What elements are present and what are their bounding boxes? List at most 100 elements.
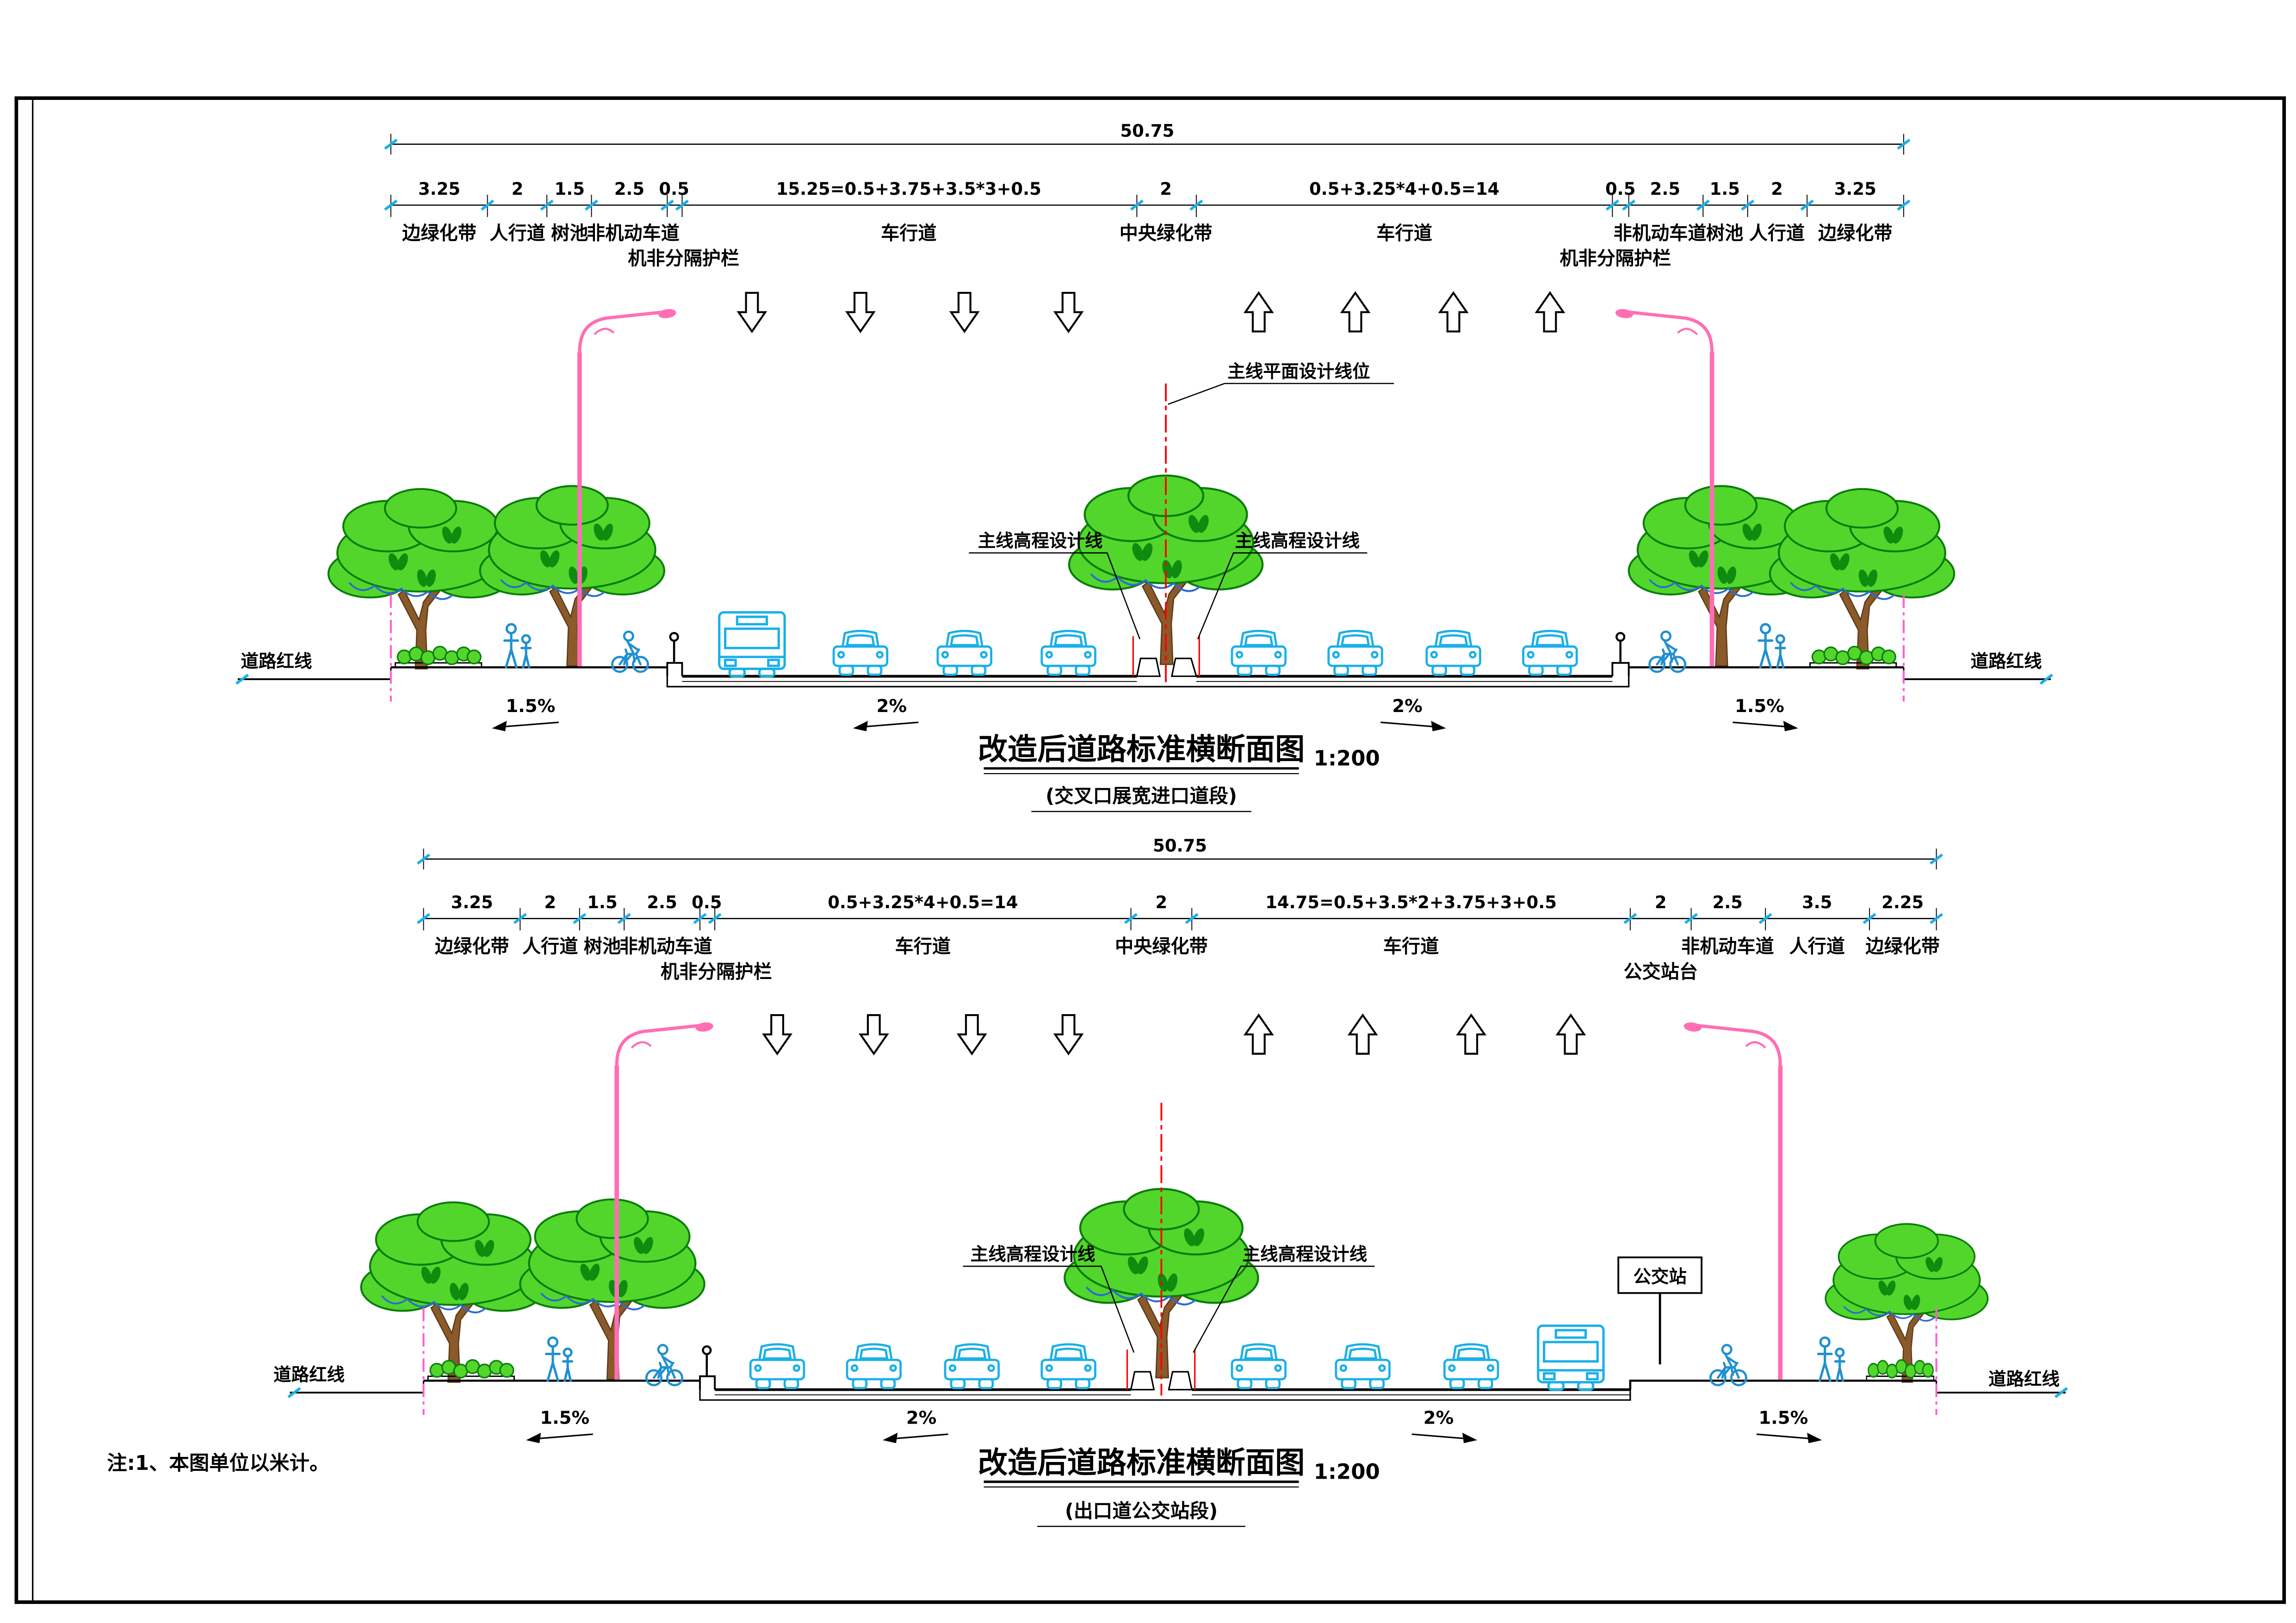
traffic-arrow-up-icon (1440, 293, 1467, 332)
dim-value: 14.75=0.5+3.5*2+3.75+3+0.5 (1265, 892, 1557, 912)
bottom-dim-values: 3.25 2 1.5 2.5 0.5 0.5+3.25*4+0.5=14 2 1… (451, 892, 1924, 912)
tree-icon (361, 1202, 545, 1382)
street-lamp-icon (617, 1022, 714, 1381)
slope-label: 1.5% (540, 1407, 589, 1428)
top-title-block: 改造后道路标准横断面图 1:200 (交叉口展宽进口道段) (978, 732, 1380, 812)
slope-label: 1.5% (506, 696, 555, 717)
bottom-overall-dim-text: 50.75 (1153, 836, 1207, 856)
traffic-arrow-up-icon (1349, 1015, 1376, 1054)
bottom-traffic-arrows (764, 1015, 1584, 1054)
section-scale: 1:200 (1314, 1459, 1380, 1484)
dim-value: 2.5 (647, 892, 677, 912)
road-red-line-label: 道路红线 (1971, 651, 2042, 672)
top-traffic-arrows (739, 293, 1564, 332)
slope-label: 2% (906, 1407, 936, 1428)
street-lamp-icon (1683, 1022, 1780, 1381)
top-dim-values: 3.25 2 1.5 2.5 0.5 15.25=0.5+3.75+3.5*3+… (418, 179, 1876, 199)
dim-value: 0.5+3.25*4+0.5=14 (828, 892, 1018, 912)
pedestrians-icon (1818, 1338, 1844, 1381)
car-icon (945, 1344, 999, 1388)
traffic-arrow-down-icon (847, 293, 874, 332)
car-icon (834, 631, 887, 675)
zone-label: 中央绿化带 (1120, 223, 1213, 244)
dim-value: 1.5 (555, 179, 585, 199)
road-red-line-label: 道路红线 (273, 1364, 345, 1385)
zone-label: 车行道 (881, 223, 936, 244)
zone-label: 边绿化带 (402, 223, 477, 244)
dim-value: 1.5 (1709, 179, 1739, 199)
zone-label: 边绿化带 (1865, 936, 1940, 957)
shrub-icon (427, 1359, 515, 1381)
zone-label: 非机动车道 (619, 936, 712, 957)
traffic-arrow-down-icon (739, 293, 766, 332)
traffic-arrow-down-icon (1055, 293, 1082, 332)
pedestrians-icon (505, 624, 531, 667)
car-icon (1427, 631, 1480, 675)
zone-label: 车行道 (1376, 223, 1432, 244)
bollard-icon (1616, 633, 1624, 663)
zone-label: 车行道 (895, 936, 951, 957)
dim-value: 3.25 (418, 179, 460, 199)
car-icon (1329, 631, 1382, 675)
traffic-arrow-up-icon (1245, 293, 1272, 332)
traffic-arrow-up-icon (1342, 293, 1369, 332)
bus-stop-sign: 公交站 (1617, 1256, 1703, 1364)
top-plan-line-annotation: 主线平面设计线位 (1168, 361, 1394, 405)
dim-value: 3.5 (1802, 892, 1832, 912)
bollard-icon (670, 633, 678, 663)
dim-value: 2 (1655, 892, 1667, 912)
car-icon (1523, 631, 1577, 675)
dim-value: 0.5+3.25*4+0.5=14 (1309, 179, 1499, 199)
bottom-segment-dimension (423, 908, 1937, 930)
bus-icon (1538, 1326, 1603, 1389)
dim-value: 2 (512, 179, 524, 199)
car-icon (1336, 1344, 1390, 1388)
tree-icon (1770, 489, 1954, 669)
car-icon (1042, 631, 1095, 675)
top-design-lines (1132, 383, 1200, 682)
slope-label: 2% (1392, 696, 1422, 717)
dim-value: 2 (1771, 179, 1783, 199)
top-road-red-lines (390, 595, 1905, 702)
bottom-zone-labels: 边绿化带 人行道 树池 非机动车道 车行道 中央绿化带 车行道 非机动车道 人行… (435, 936, 1940, 983)
traffic-arrow-down-icon (860, 1015, 887, 1054)
road-red-line-label: 道路红线 (241, 651, 312, 672)
top-zone-labels: 边绿化带 人行道 树池 非机动车道 车行道 中央绿化带 车行道 非机动车道 树池… (402, 223, 1892, 269)
zone-label: 树池 (584, 936, 621, 957)
cyclist-icon (1710, 1345, 1746, 1385)
top-elev-annotations: 主线高程设计线 主线高程设计线 (969, 531, 1368, 639)
zone-label: 边绿化带 (435, 936, 509, 957)
car-icon (938, 631, 991, 675)
drawing-note: 注:1、本图单位以米计。 (107, 1452, 329, 1475)
dim-value: 2 (544, 892, 556, 912)
car-icon (847, 1344, 901, 1388)
zone-sublabel: 机非分隔护栏 (661, 961, 772, 983)
car-icon (1232, 631, 1286, 675)
plan-line-label: 主线平面设计线位 (1227, 361, 1370, 382)
car-icon (1042, 1344, 1095, 1388)
zone-label: 车行道 (1383, 936, 1439, 957)
dim-value: 0.5 (659, 179, 689, 199)
traffic-arrow-up-icon (1458, 1015, 1485, 1054)
bottom-title-block: 改造后道路标准横断面图 1:200 (出口道公交站段) (978, 1445, 1380, 1527)
tree-icon (520, 1199, 704, 1379)
bottom-cross-section: 50.75 3.25 2 1.5 2.5 0.5 0.5+3.25*4+0.5=… (107, 836, 2067, 1527)
car-icon (1444, 1344, 1498, 1388)
dim-value: 3.25 (1834, 179, 1876, 199)
zone-label: 非机动车道 (1614, 223, 1707, 244)
section-scale: 1:200 (1314, 746, 1380, 770)
cyclist-icon (612, 632, 648, 672)
slope-label: 1.5% (1735, 696, 1784, 717)
dim-value: 2.5 (1713, 892, 1743, 912)
bollard-icon (703, 1346, 711, 1376)
car-icon (1232, 1344, 1286, 1388)
traffic-arrow-down-icon (959, 1015, 985, 1054)
traffic-arrow-up-icon (1245, 1015, 1272, 1054)
dim-value: 15.25=0.5+3.75+3.5*3+0.5 (776, 179, 1041, 199)
dim-value: 1.5 (587, 892, 617, 912)
zone-label: 非机动车道 (1681, 936, 1774, 957)
road-red-line-label: 道路红线 (1988, 1369, 2060, 1390)
shrub-icon (1809, 645, 1897, 669)
elev-line-label: 主线高程设计线 (971, 1244, 1095, 1265)
